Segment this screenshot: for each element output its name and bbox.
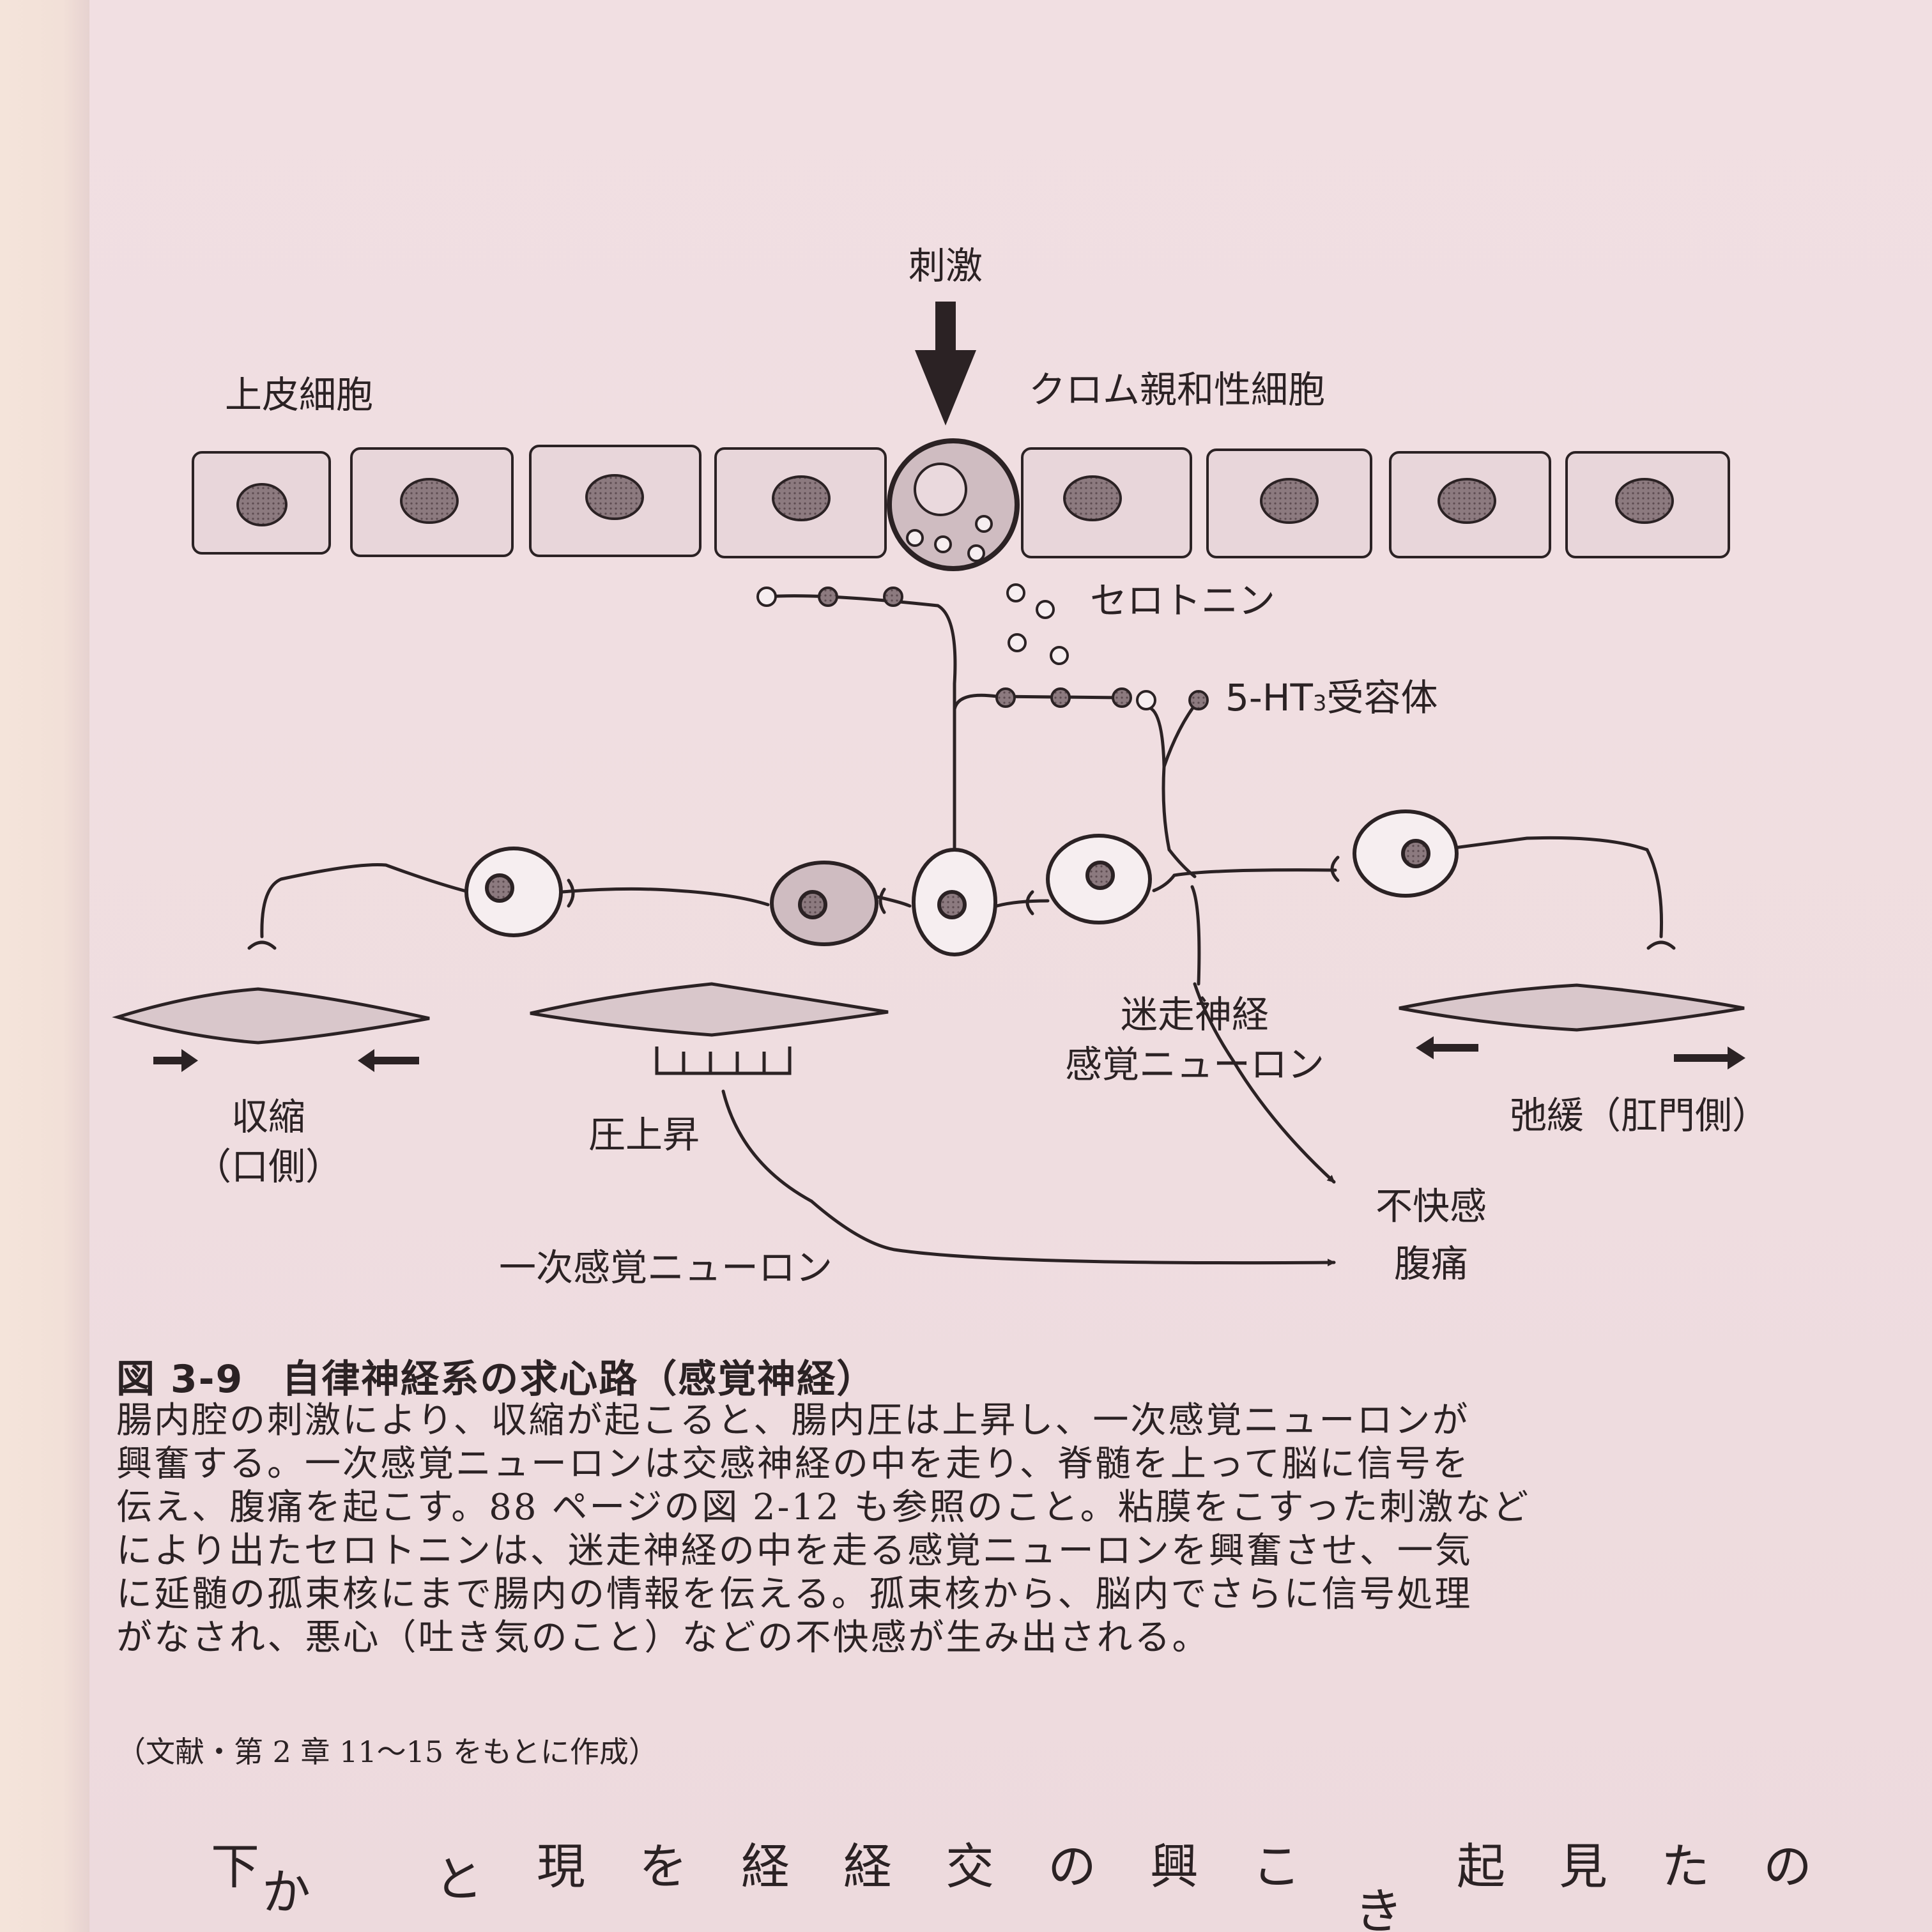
vertical-char: た bbox=[1661, 1838, 1710, 1895]
vertical-char: き bbox=[1354, 1883, 1403, 1932]
relaxation-arrow-right-icon bbox=[1674, 1046, 1745, 1070]
vertical-char: 経 bbox=[741, 1838, 790, 1895]
pressure-rise-label: 圧上昇 bbox=[588, 1113, 700, 1156]
figure-number: 図 3-9 bbox=[116, 1357, 244, 1402]
vertical-char: の bbox=[1048, 1838, 1096, 1895]
figure-caption-body: 腸内腔の刺激により、収縮が起こると、腸内圧は上昇し、一次感覚ニューロンが 興奮す… bbox=[116, 1399, 1828, 1660]
caption-line: がなされ、悪心（吐き気のこと）などの不快感が生み出される。 bbox=[116, 1617, 1210, 1659]
figure-caption-title: 図 3-9 自律神経系の求心路（感覚神経） bbox=[116, 1348, 876, 1404]
contraction-arrow-right-icon bbox=[153, 1049, 198, 1072]
contraction-arrow-left-icon bbox=[358, 1049, 419, 1072]
figure-title: 自律神経系の求心路（感覚神経） bbox=[282, 1357, 877, 1402]
abdominal-pain-label: 腹痛 bbox=[1394, 1242, 1468, 1285]
caption-line: 腸内腔の刺激により、収縮が起こると、腸内圧は上昇し、一次感覚ニューロンが bbox=[116, 1400, 1470, 1441]
caption-line: 興奮する。一次感覚ニューロンは交感神経の中を走り、脊髄を上って脳に信号を bbox=[116, 1443, 1470, 1485]
vagal-label-line1: 迷走神経 bbox=[1121, 993, 1269, 1036]
vertical-char: こ bbox=[1252, 1838, 1301, 1895]
synaptic-terminals bbox=[247, 855, 1676, 950]
primary-neuron-label: 一次感覚ニューロン bbox=[499, 1246, 832, 1289]
receptor-balls bbox=[756, 586, 1209, 710]
relaxation-arrow-left-icon bbox=[1416, 1036, 1478, 1059]
vertical-char: 見 bbox=[1559, 1838, 1607, 1895]
vertical-char: 交 bbox=[946, 1838, 994, 1895]
relaxation-label: 弛緩（肛門側） bbox=[1510, 1094, 1769, 1137]
vertical-body-text-fragment: 下 か と 現 を 経 経 交 の 興 こ き 起 見 た の bbox=[211, 1827, 1932, 1932]
vagal-label-line2: 感覚ニューロン bbox=[1065, 1043, 1324, 1086]
facing-page-edge bbox=[0, 0, 89, 1932]
movement-arrows bbox=[153, 1036, 1745, 1072]
vertical-char: 起 bbox=[1457, 1838, 1505, 1895]
caption-line: により出たセロトニンは、迷走神経の中を走る感覚ニューロンを興奮させ、一気 bbox=[116, 1530, 1473, 1572]
figure-source-note: （文献・第 2 章 11～15 をもとに作成） bbox=[116, 1735, 658, 1769]
discomfort-label: 不快感 bbox=[1376, 1184, 1487, 1228]
pressure-sensor-comb bbox=[655, 1046, 792, 1075]
smooth-muscle-cells bbox=[112, 982, 1745, 1045]
contraction-label-line2: （口側） bbox=[194, 1145, 342, 1188]
vertical-char: 現 bbox=[537, 1838, 585, 1895]
vertical-char: 経 bbox=[843, 1838, 892, 1895]
contraction-label-line1: 収縮 bbox=[231, 1095, 305, 1138]
vertical-char: を bbox=[639, 1838, 687, 1895]
stimulus-label: 刺激 bbox=[908, 244, 983, 288]
vertical-char: の bbox=[1763, 1838, 1812, 1895]
vertical-char: 下 bbox=[211, 1838, 259, 1895]
enterochromaffin-cell bbox=[887, 438, 1020, 571]
stimulus-arrow bbox=[915, 302, 976, 425]
vertical-char: 興 bbox=[1150, 1838, 1199, 1895]
epithelial-cells bbox=[192, 445, 1730, 558]
neuron-fibers bbox=[260, 594, 1663, 1267]
5ht3-receptor-label: 5-HT3受容体 bbox=[1225, 676, 1438, 719]
serotonin-granules bbox=[1006, 583, 1069, 665]
serotonin-label: セロトニン bbox=[1090, 579, 1275, 622]
vertical-char: か bbox=[262, 1864, 310, 1920]
caption-line: 伝え、腹痛を起こす。88 ページの図 2-12 も参照のこと。粘膜をこすった刺激… bbox=[116, 1487, 1531, 1528]
book-page bbox=[89, 0, 1932, 1932]
caption-line: に延髄の孤束核にまで腸内の情報を伝える。孤束核から、脳内でさらに信号処理 bbox=[116, 1574, 1473, 1615]
neuron-cell-bodies bbox=[464, 809, 1459, 956]
epithelial-cell-label: 上皮細胞 bbox=[225, 373, 373, 417]
vertical-char: と bbox=[434, 1851, 483, 1908]
enterochromaffin-cell-label: クロム親和性細胞 bbox=[1029, 368, 1325, 411]
